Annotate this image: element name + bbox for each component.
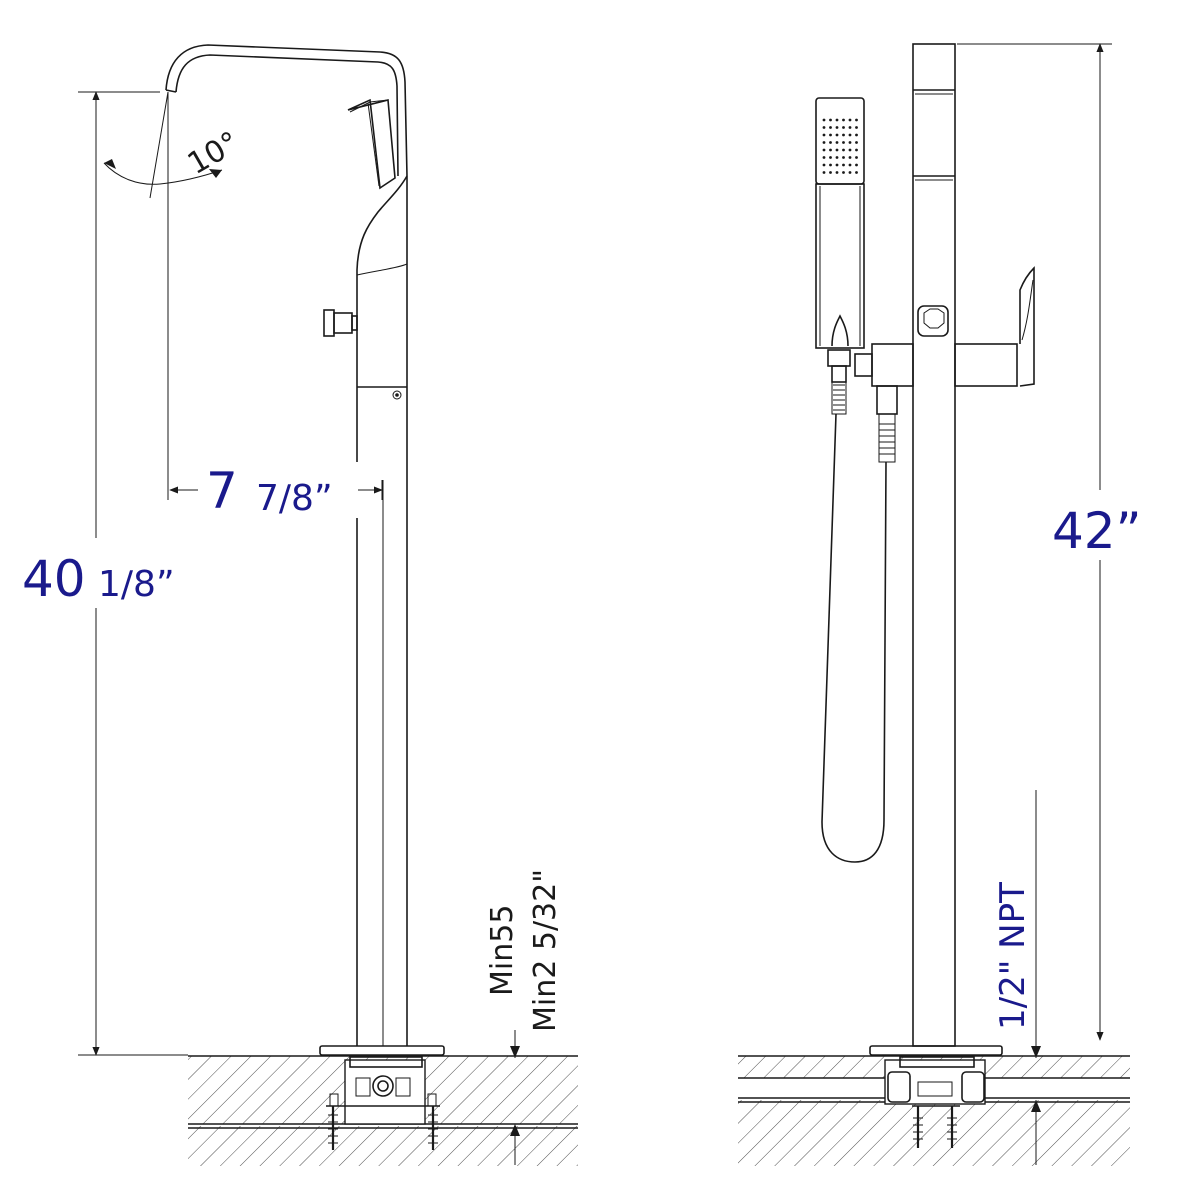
nozzle-dot — [848, 133, 852, 137]
nozzle-dot — [822, 118, 826, 122]
nozzle-dot — [842, 118, 845, 122]
nozzle-dot — [829, 118, 832, 122]
nozzle-dot — [855, 156, 858, 159]
nozzle-dot — [842, 156, 845, 159]
nozzle-dot — [822, 163, 826, 167]
nozzle-dot — [842, 126, 845, 129]
left-base-flange — [319, 1045, 445, 1150]
nozzle-dot — [835, 171, 839, 174]
right-hand-shower — [815, 97, 898, 863]
left-spout-arm — [165, 44, 408, 177]
nozzle-dot — [842, 148, 845, 152]
nozzle-dot — [848, 141, 852, 144]
nozzle-dot — [829, 133, 832, 137]
nozzle-dot — [829, 163, 832, 167]
nozzle-dot — [848, 126, 852, 129]
min-depth-dimension: Min55 Min2 5/32" — [485, 869, 563, 1165]
nozzle-dot — [835, 148, 839, 152]
min-depth-in-label: Min2 5/32" — [528, 869, 563, 1032]
nozzle-dot — [842, 141, 845, 144]
nozzle-dot — [855, 126, 858, 129]
right-faucet-body — [854, 43, 1035, 1047]
nozzle-dot — [822, 133, 826, 137]
nozzle-dot — [835, 126, 839, 129]
reach-whole-label: 7 — [206, 462, 238, 520]
left-height-dimension: 40 1/8” — [20, 91, 198, 1056]
nozzle-dot — [855, 141, 858, 144]
left-side-view: 10° 7 7/8” 40 1/8” Min55 Min2 5/32" — [20, 44, 578, 1166]
min-depth-mm-label: Min55 — [485, 905, 520, 996]
left-height-fraction-label: 1/8” — [98, 564, 175, 605]
reach-fraction-label: 7/8” — [256, 478, 333, 519]
nozzle-dot — [855, 118, 858, 122]
nozzle-dot — [855, 163, 858, 167]
nozzle-dot — [848, 118, 852, 122]
nozzle-dot — [835, 133, 839, 137]
angle-label: 10° — [182, 125, 246, 182]
nozzle-dot — [848, 148, 852, 152]
nozzle-dot — [829, 156, 832, 159]
spout-angle-annotation: 10° — [103, 91, 246, 500]
nozzle-dot — [855, 148, 858, 152]
nozzle-dot — [822, 126, 826, 129]
nozzle-dot — [848, 156, 852, 159]
shower-nozzle-grid — [822, 118, 858, 174]
right-front-view: 42” 1/2" NPT — [738, 43, 1150, 1166]
left-height-label: 40 — [22, 550, 86, 608]
nozzle-dot — [835, 118, 839, 122]
nozzle-dot — [822, 148, 826, 152]
nozzle-dot — [842, 133, 845, 137]
nozzle-dot — [829, 171, 832, 174]
nozzle-dot — [855, 133, 858, 137]
right-height-label: 42” — [1052, 502, 1142, 560]
nozzle-dot — [829, 126, 832, 129]
right-height-dimension: 42” — [957, 43, 1150, 1041]
right-floor-section — [738, 1055, 1130, 1166]
supply-connection-label: 1/2" NPT — [993, 882, 1033, 1030]
nozzle-dot — [829, 148, 832, 152]
nozzle-dot — [842, 171, 845, 174]
nozzle-dot — [822, 141, 826, 144]
nozzle-dot — [835, 141, 839, 144]
spout-reach-dimension: 7 7/8” — [169, 462, 383, 520]
left-diverter-knob — [323, 309, 358, 337]
nozzle-dot — [855, 171, 858, 174]
nozzle-dot — [842, 163, 845, 167]
left-faucet-body — [356, 175, 408, 1046]
nozzle-dot — [848, 163, 852, 167]
left-hand-shower — [347, 98, 396, 190]
nozzle-dot — [848, 171, 852, 174]
nozzle-dot — [822, 156, 826, 159]
nozzle-dot — [822, 171, 826, 174]
supply-connection-dimension: 1/2" NPT — [993, 790, 1041, 1165]
nozzle-dot — [829, 141, 832, 144]
nozzle-dot — [835, 156, 839, 159]
nozzle-dot — [835, 163, 839, 167]
left-floor-section — [188, 1055, 578, 1166]
